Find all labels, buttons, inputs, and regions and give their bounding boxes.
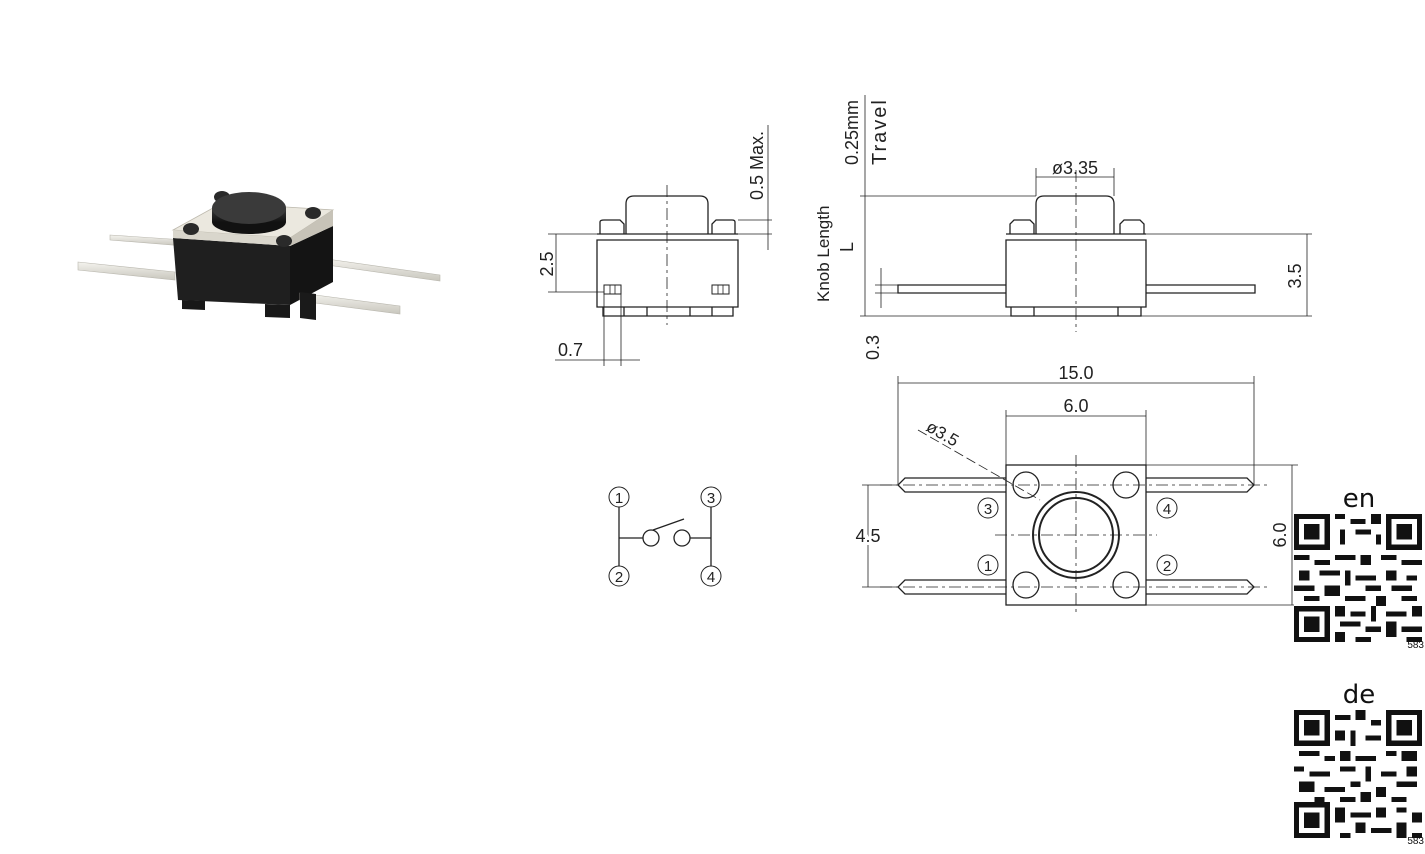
top-view (862, 376, 1298, 615)
terminal-number: 1 (615, 490, 623, 507)
switch-schematic (608, 486, 722, 587)
contact-point (673, 529, 691, 547)
dim-pin-offset: 0.3 (863, 335, 883, 360)
qr-code-icon[interactable] (1294, 710, 1422, 838)
dim-leader (917, 429, 1041, 501)
front-bump-left (1009, 219, 1035, 234)
terminal-number: 4 (707, 569, 715, 586)
qr-block-de[interactable]: de 583 (1294, 680, 1424, 847)
pin-number: 2 (1163, 558, 1171, 575)
side-pin-left (603, 284, 622, 295)
pin-number-circle (1156, 554, 1178, 576)
pin-number-circle (977, 497, 999, 519)
side-feet (602, 307, 734, 317)
back-pin-right (319, 257, 441, 282)
dim-side-pin-width: 0.7 (558, 340, 583, 360)
dim-knob-clearance: 0.5 Max. (747, 131, 767, 200)
front-knob (1035, 195, 1115, 234)
pin-number-circle (1156, 497, 1178, 519)
dim-button-diameter: ø3.5 (923, 417, 962, 450)
switch-body-front (173, 238, 290, 305)
side-view (548, 125, 772, 366)
dim-side-height: 2.5 (537, 251, 557, 276)
qr-block-en[interactable]: en 583 (1294, 484, 1424, 651)
corner-bump (305, 207, 321, 219)
side-pin-right (711, 284, 730, 295)
switch-3d-render (77, 191, 441, 320)
switch-body-side (290, 226, 333, 305)
front-view (860, 95, 1312, 332)
pin-number: 3 (984, 501, 992, 518)
top-corner-hole (1012, 571, 1040, 599)
front-pin-left (77, 261, 176, 281)
label-knob-symbol: L (837, 242, 857, 252)
knob-top (212, 192, 286, 224)
front-pin-left (897, 284, 1006, 294)
label-travel: Travel (869, 98, 891, 165)
terminal-number: 3 (707, 490, 715, 507)
dim-travel: 0.25mm (842, 100, 862, 165)
top-corner-hole (1112, 571, 1140, 599)
contact-point (642, 529, 660, 547)
dim-pin-pitch: 4.5 (855, 526, 880, 546)
switch-top-plate-edge (290, 210, 333, 246)
dim-body-width: 6.0 (1063, 396, 1088, 416)
front-pin-foot (300, 292, 316, 320)
corner-bump (276, 235, 292, 247)
qr-language-label: de (1342, 680, 1376, 710)
label-knob-length: Knob Length (814, 206, 833, 302)
dim-knob-diameter: ø3.35 (1052, 158, 1098, 178)
qr-language-label: en (1342, 484, 1376, 514)
front-pin-right (1146, 284, 1256, 294)
pin-number: 1 (984, 558, 992, 575)
front-bump-right (1119, 219, 1145, 234)
side-body (596, 239, 739, 308)
corner-bump (183, 223, 199, 235)
switch-body-feet (265, 304, 290, 318)
pin-number-circle (977, 554, 999, 576)
dim-body-height: 6.0 (1270, 522, 1290, 547)
switch-body-feet (182, 300, 205, 310)
side-bump-right (711, 219, 736, 234)
switch-actuator (652, 518, 685, 531)
switch-top-plate-edge (173, 230, 290, 246)
terminal-number: 2 (615, 569, 623, 586)
qr-number: 583 (1407, 836, 1424, 847)
qr-number: 583 (1407, 640, 1424, 651)
dim-overall-length: 15.0 (1058, 363, 1093, 383)
qr-code-icon[interactable] (1294, 514, 1422, 642)
side-bump-left (599, 219, 625, 234)
pin-number: 4 (1163, 501, 1171, 518)
dim-front-height: 3.5 (1285, 263, 1305, 288)
